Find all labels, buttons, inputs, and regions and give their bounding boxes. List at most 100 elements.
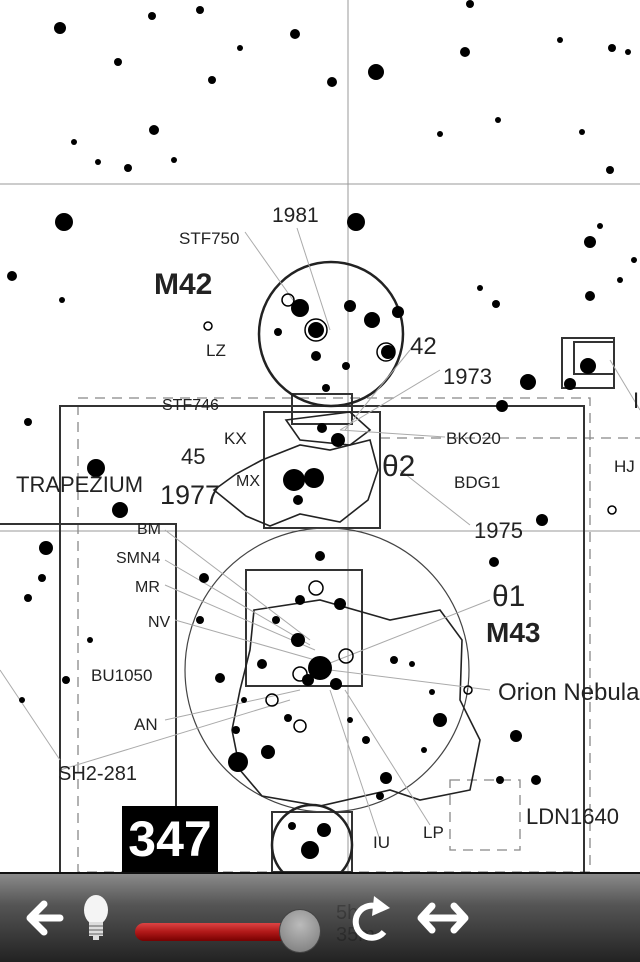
star (492, 300, 500, 308)
slider-track[interactable] (135, 923, 309, 941)
variable-star (293, 719, 307, 733)
star (510, 730, 522, 742)
label-theta1: θ1 (492, 580, 525, 613)
star (19, 697, 25, 703)
label-iu: IU (373, 833, 390, 852)
stars (7, 0, 637, 859)
label-kx: KX (224, 429, 247, 448)
star (585, 291, 595, 301)
label-trapezium: TRAPEZIUM (16, 472, 143, 497)
star (308, 656, 332, 680)
star (334, 598, 346, 610)
label-mx: MX (236, 473, 260, 490)
star-chart[interactable]: 1981 STF750 M42 LZ 42 1973 STF746 KX BKO… (0, 0, 640, 872)
star (274, 328, 282, 336)
star (293, 495, 303, 505)
label-hj: HJ (614, 457, 635, 476)
label-ldn1640: LDN1640 (526, 804, 619, 829)
star (208, 76, 216, 84)
label-bm: BM (137, 521, 161, 538)
star (496, 400, 508, 412)
star (564, 378, 576, 390)
star (429, 689, 435, 695)
star (87, 459, 105, 477)
variable-star (463, 685, 473, 695)
star (477, 285, 483, 291)
double-arrow-icon[interactable] (416, 900, 470, 936)
arrow-left-icon[interactable] (22, 898, 66, 938)
star (199, 573, 209, 583)
star (317, 823, 331, 837)
star (215, 673, 225, 683)
star (55, 213, 73, 231)
star (496, 776, 504, 784)
slider-thumb[interactable] (278, 909, 321, 953)
lightbulb-icon[interactable] (78, 892, 114, 948)
star (290, 29, 300, 39)
label-bdg1: BDG1 (454, 473, 500, 492)
star (284, 714, 292, 722)
star (364, 312, 380, 328)
star (347, 717, 353, 723)
star (580, 358, 596, 374)
star (327, 77, 337, 87)
star (376, 792, 384, 800)
leader-lines (0, 227, 640, 841)
star (114, 58, 122, 66)
star (608, 44, 616, 52)
star (304, 468, 324, 488)
label-1975: 1975 (474, 518, 523, 543)
star (344, 300, 356, 312)
ra-hours: 5h (336, 902, 359, 924)
star (392, 306, 404, 318)
star (409, 661, 415, 667)
label-i: I (633, 388, 639, 413)
ra-minutes: 35m (336, 924, 375, 946)
right-ascension-readout: 5h 35m (336, 902, 375, 946)
star (302, 674, 314, 686)
star (315, 551, 325, 561)
star (625, 49, 631, 55)
star (232, 726, 240, 734)
star (149, 125, 159, 135)
star (489, 557, 499, 567)
star (380, 772, 392, 784)
rotate-icon[interactable] (346, 888, 402, 946)
star (7, 271, 17, 281)
star (148, 12, 156, 20)
star (288, 822, 296, 830)
label-m43: M43 (486, 617, 540, 648)
star (171, 157, 177, 163)
star (228, 752, 248, 772)
star (584, 236, 596, 248)
label-stf746: STF746 (162, 397, 219, 414)
label-theta2: θ2 (382, 450, 415, 483)
star (531, 775, 541, 785)
variable-star (376, 342, 396, 362)
label-1981: 1981 (272, 204, 319, 227)
star (87, 637, 93, 643)
star (368, 64, 384, 80)
star (617, 277, 623, 283)
star (196, 6, 204, 14)
star (362, 736, 370, 744)
variable-star (292, 666, 308, 682)
grid-lines (0, 0, 640, 872)
star (317, 423, 327, 433)
star (520, 374, 536, 390)
label-1973: 1973 (443, 364, 492, 389)
star (342, 362, 350, 370)
star (460, 47, 470, 57)
label-an: AN (134, 715, 158, 734)
label-nv: NV (148, 614, 171, 631)
variable-star (265, 693, 279, 707)
star (95, 159, 101, 165)
star (283, 469, 305, 491)
star (272, 616, 280, 624)
star (308, 322, 324, 338)
label-45: 45 (181, 444, 205, 469)
star (62, 676, 70, 684)
star (59, 297, 65, 303)
star (421, 747, 427, 753)
star (257, 659, 267, 669)
